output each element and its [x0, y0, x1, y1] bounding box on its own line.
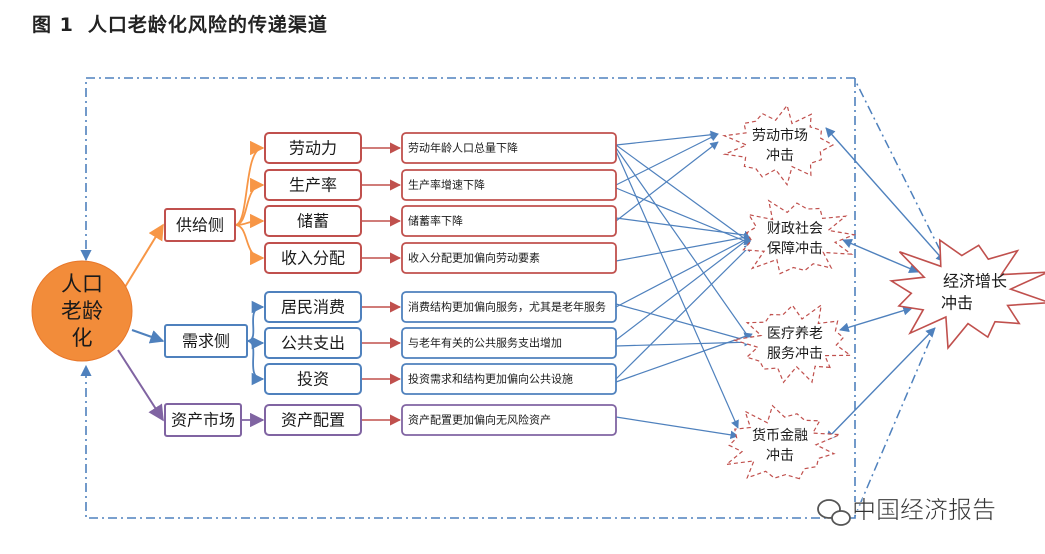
effect-to-shock-arrow [615, 150, 739, 429]
shock-label-line2: 冲击 [766, 448, 794, 464]
shock-label-line1: 货币金融 [752, 427, 808, 444]
source-node-label: 老龄 [61, 299, 103, 323]
effect-box [401, 242, 617, 274]
figure-title-text: 人口老龄化风险的传递渠道 [87, 14, 328, 36]
factor-box [264, 327, 362, 359]
source-to-channel-arrow [117, 349, 164, 422]
factor-label: 生产率 [289, 176, 337, 195]
effect-label: 与老年有关的公共服务支出增加 [408, 336, 562, 350]
shock-node [722, 104, 835, 187]
effect-to-shock-arrow [615, 147, 753, 343]
effect-box [401, 291, 617, 323]
shock-label-line2: 保障冲击 [767, 241, 823, 257]
effect-to-shock-arrow [615, 217, 753, 240]
effect-to-shock-arrow [615, 243, 753, 380]
effect-to-shock-arrow [615, 144, 753, 245]
factor-box [264, 242, 362, 274]
source-to-channel-arrow [131, 329, 165, 344]
shock-outcome-link [842, 238, 919, 274]
effect-label: 消费结构更加偏向服务，尤其是老年服务 [408, 300, 606, 314]
effect-to-shock-arrow [615, 303, 753, 345]
watermark-text: 中国经济报告 [852, 496, 996, 524]
figure-title: 图 1 人口老龄化风险的传递渠道 [32, 10, 328, 37]
effect-to-shock-arrow [615, 187, 753, 246]
effect-box [401, 363, 617, 395]
factor-label: 收入分配 [281, 249, 345, 268]
channel-box [164, 208, 236, 242]
factor-label: 劳动力 [289, 139, 337, 158]
shock-outcome-link [825, 127, 946, 263]
factor-label: 公共支出 [281, 334, 345, 353]
source-node-label: 人口 [61, 272, 103, 296]
feedback-loop-bottom [80, 78, 856, 519]
figure-number: 图 1 [32, 14, 74, 36]
channel-to-factor-arrow [246, 340, 265, 386]
channel-to-factor-arrow [234, 140, 265, 226]
shock-node [724, 404, 841, 480]
outcome-label-line2: 冲击 [941, 294, 973, 313]
effect-box [401, 404, 617, 436]
shock-label-line1: 医疗养老 [767, 326, 823, 342]
wechat-icon [817, 499, 851, 526]
shock-label-line1: 劳动市场 [752, 127, 808, 144]
factor-box [264, 169, 362, 201]
source-node [31, 260, 133, 362]
channel-to-factor-arrow [246, 300, 265, 342]
channel-box [164, 324, 248, 358]
factor-box [264, 363, 362, 395]
shock-node [742, 199, 857, 275]
factor-box [264, 132, 362, 164]
effect-to-shock-arrow [615, 338, 753, 347]
effect-label: 收入分配更加偏向劳动要素 [408, 251, 540, 265]
effect-box [401, 169, 617, 201]
effect-to-shock-arrow [615, 130, 719, 146]
effect-label: 投资需求和结构更加偏向公共设施 [408, 372, 573, 386]
effect-to-shock-arrow [615, 235, 753, 341]
channel-label: 供给侧 [176, 216, 224, 235]
factor-box [264, 291, 362, 323]
effect-to-shock-arrow [615, 332, 753, 383]
effect-to-shock-arrow [615, 233, 753, 262]
effect-to-shock-arrow [615, 416, 739, 439]
factor-label: 居民消费 [281, 298, 345, 317]
shock-label-line1: 财政社会 [767, 221, 823, 237]
shock-outcome-link [839, 305, 913, 333]
source-to-channel-arrow [124, 223, 164, 288]
feedback-link-upper [854, 79, 941, 251]
effect-label: 资产配置更加偏向无风险资产 [408, 413, 551, 427]
effect-to-shock-arrow [615, 133, 719, 186]
feedback-loop-top [80, 77, 855, 262]
channel-label: 资产市场 [171, 411, 235, 430]
channel-label: 需求侧 [182, 332, 230, 351]
factor-label: 资产配置 [281, 411, 345, 430]
shock-node [733, 303, 853, 384]
factor-label: 投资 [297, 370, 329, 389]
effect-label: 劳动年龄人口总量下降 [408, 141, 518, 155]
factor-box [264, 404, 362, 436]
effect-label: 生产率增速下降 [408, 178, 485, 192]
shock-label-line2: 服务冲击 [767, 346, 823, 362]
shock-label-line2: 冲击 [766, 148, 794, 164]
shock-outcome-link [825, 327, 936, 441]
channel-to-factor-arrow [234, 224, 265, 266]
effect-box [401, 132, 617, 164]
channel-box [164, 403, 242, 437]
effect-to-shock-arrow [615, 235, 753, 308]
effect-to-shock-arrow [615, 141, 719, 222]
channel-to-factor-arrow [234, 177, 265, 226]
factor-box [264, 205, 362, 237]
effect-box [401, 205, 617, 237]
outcome-node [888, 238, 1045, 350]
source-node-label: 化 [72, 326, 93, 350]
outcome-label-line1: 经济增长 [943, 272, 1007, 291]
effect-box [401, 327, 617, 359]
feedback-link-lower [854, 339, 931, 517]
effect-label: 储蓄率下降 [408, 214, 463, 228]
factor-label: 储蓄 [297, 212, 329, 231]
